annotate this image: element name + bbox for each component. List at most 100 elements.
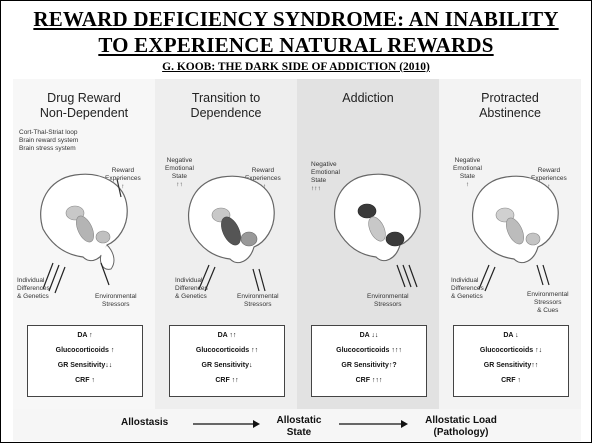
reward-experiences-label: Reward Experiences ↑: [105, 167, 141, 191]
label-line: Experiences: [245, 175, 281, 182]
flow-stage-allostatic-load: Allostatic Load (Pathology): [411, 415, 511, 439]
panel-heading-line1: Drug Reward: [47, 91, 121, 105]
panel-heading-line2: Abstinence: [479, 106, 541, 120]
label-line: Reward: [251, 167, 275, 174]
flow-label-line: State: [286, 427, 312, 438]
panel-heading-line2: Non-Dependent: [39, 106, 129, 120]
panel-heading: Transition to Dependence: [155, 91, 297, 121]
label-line: Differences: [451, 285, 484, 292]
neurochem-box: DA ↓ Glucocorticoids ↑↓ GR Sensitivity↑↑…: [453, 325, 569, 397]
flow-label-line: Allostatic Load: [425, 415, 497, 426]
label-line: Stressors: [102, 301, 130, 308]
label-line: State: [311, 177, 327, 184]
label-line: State: [171, 173, 188, 180]
label-line: Negative: [454, 157, 481, 164]
label-line: & Cues: [537, 307, 559, 314]
stat-da: DA ↑↑: [217, 332, 237, 339]
slide-citation: G. KOOB: THE DARK SIDE OF ADDICTION (201…: [162, 61, 430, 73]
flow-label-line: (Pathology): [433, 427, 489, 438]
arrow-right-icon: [193, 420, 260, 428]
label-line: Experiences: [531, 175, 567, 182]
system-item: Cort-Thal-Striat loop: [19, 129, 78, 136]
label-line: Reward: [111, 167, 135, 174]
allostasis-flow: Allostasis Allostatic State Allostatic L…: [13, 411, 581, 441]
flow-label-line: Allostatic: [276, 415, 322, 426]
stat-glucocorticoids: Glucocorticoids ↑↑↑: [336, 347, 402, 354]
label-line: Reward: [537, 167, 561, 174]
environmental-stressors-label: Environmental Stressors: [95, 293, 137, 309]
label-line: ↑: [547, 183, 551, 190]
system-item: Brain stress system: [19, 145, 76, 152]
label-line: Emotional: [311, 169, 340, 176]
label-line: Stressors: [244, 301, 272, 308]
flow-stage-allostatic-state: Allostatic State: [269, 415, 329, 439]
panel-transition: Transition to Dependence Negative Emotio…: [155, 79, 297, 409]
label-line: ↑: [465, 181, 470, 188]
neurochem-box: DA ↓↓ Glucocorticoids ↑↑↑ GR Sensitivity…: [311, 325, 427, 397]
stat-da: DA ↓: [503, 332, 519, 339]
environmental-stressors-label: Environmental Stressors: [237, 293, 279, 309]
environmental-stressors-label: Environmental Stressors & Cues: [527, 291, 569, 315]
system-item: Brain reward system: [19, 137, 79, 144]
individual-differences-label: Individual Differences & Genetics: [17, 277, 50, 301]
label-line: Negative: [311, 161, 337, 168]
neurochem-box: DA ↑ Glucocorticoids ↑ GR Sensitivity↓↓ …: [27, 325, 143, 397]
brain-diagram: [187, 175, 275, 292]
slide-title-line1: REWARD DEFICIENCY SYNDROME: AN INABILITY: [33, 7, 559, 31]
arrow-right-icon: [339, 420, 408, 428]
stat-gr-sensitivity: GR Sensitivity↑?: [341, 362, 397, 369]
panel-addiction: Addiction Negative Emotional State ↑↑↑ E…: [297, 79, 439, 409]
negative-emotional-state-label: Negative Emotional State ↑: [453, 157, 482, 189]
stat-da: DA ↑: [77, 332, 93, 339]
label-line: Stressors: [534, 299, 562, 306]
label-line: Environmental: [527, 291, 569, 298]
brain-diagram: [333, 173, 421, 288]
label-line: Stressors: [374, 301, 402, 308]
stat-da: DA ↓↓: [359, 332, 379, 339]
panel-heading: Drug Reward Non-Dependent: [13, 91, 155, 121]
panel-heading-line1: Transition to: [191, 91, 261, 105]
negative-emotional-state-label: Negative Emotional State ↑↑: [165, 157, 194, 189]
panel-heading: Addiction: [297, 91, 439, 106]
label-line: Emotional: [453, 165, 482, 172]
stat-glucocorticoids: Glucocorticoids ↑: [55, 347, 115, 354]
stat-crf: CRF ↑: [75, 377, 95, 384]
label-line: State: [459, 173, 476, 180]
brain-diagram: [471, 175, 559, 292]
stat-crf: CRF ↑↑↑: [355, 377, 383, 384]
label-line: ↑: [121, 183, 125, 190]
label-line: ↑↑↑: [311, 185, 321, 192]
panel-heading-line1: Addiction: [342, 91, 394, 105]
label-line: Negative: [166, 157, 193, 164]
label-line: Environmental: [367, 293, 409, 300]
label-line: Experiences: [105, 175, 141, 182]
label-line: Individual: [17, 277, 45, 284]
label-line: & Genetics: [175, 293, 207, 300]
label-line: Differences: [175, 285, 208, 292]
stat-gr-sensitivity: GR Sensitivity↑↑: [483, 362, 539, 369]
slide-title-line2: TO EXPERIENCE NATURAL REWARDS: [98, 33, 494, 57]
panel-protracted-abstinence: Protracted Abstinence Negative Emotional…: [439, 79, 581, 409]
panel-heading: Protracted Abstinence: [439, 91, 581, 121]
label-line: Differences: [17, 285, 50, 292]
panel-heading-line2: Dependence: [190, 106, 262, 120]
label-line: Individual: [451, 277, 479, 284]
systems-list: Cort-Thal-Striat loop Brain reward syste…: [19, 129, 78, 153]
environmental-stressors-label: Environmental Stressors: [367, 293, 409, 309]
stat-glucocorticoids: Glucocorticoids ↑↑: [195, 347, 259, 354]
stat-gr-sensitivity: GR Sensitivity↓↓: [57, 362, 113, 369]
label-line: Environmental: [95, 293, 137, 300]
label-line: & Genetics: [451, 293, 483, 300]
reward-experiences-label: Reward Experiences ↑: [531, 167, 567, 191]
stat-crf: CRF ↑: [501, 377, 521, 384]
stat-glucocorticoids: Glucocorticoids ↑↓: [479, 347, 543, 354]
label-line: & Genetics: [17, 293, 49, 300]
stat-crf: CRF ↑↑: [215, 377, 239, 384]
panel-heading-line1: Protracted: [481, 91, 539, 105]
label-line: Environmental: [237, 293, 279, 300]
panel-drug-reward: Drug Reward Non-Dependent Cort-Thal-Stri…: [13, 79, 155, 409]
label-line: Individual: [175, 277, 203, 284]
negative-emotional-state-label: Negative Emotional State ↑↑↑: [311, 161, 340, 193]
label-line: ↑↑: [176, 181, 183, 188]
